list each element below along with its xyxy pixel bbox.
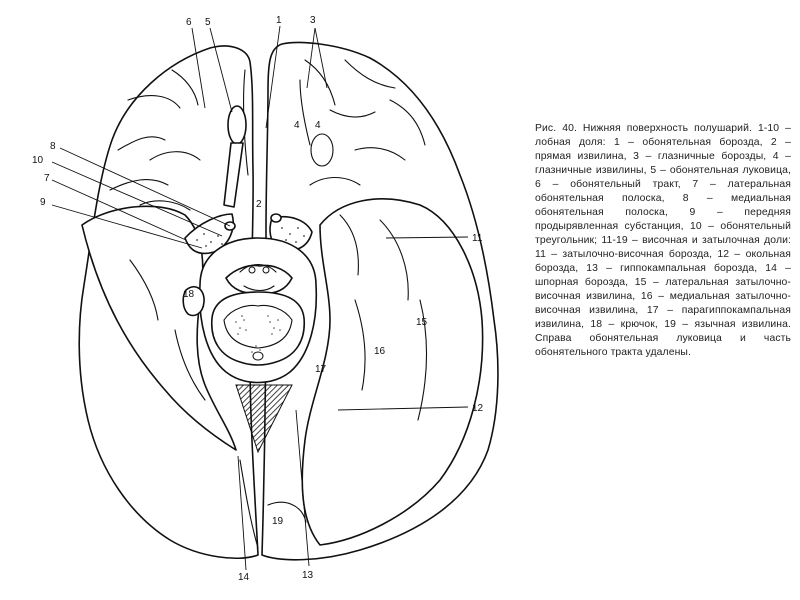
label-12: 12	[472, 403, 484, 414]
label-10: 10	[32, 155, 44, 166]
label-4b: 4	[315, 120, 321, 131]
label-14: 14	[238, 572, 250, 583]
label-4a: 4	[294, 120, 300, 131]
label-3: 3	[310, 15, 316, 26]
label-6: 6	[186, 17, 192, 28]
label-5: 5	[205, 17, 211, 28]
label-17: 17	[315, 364, 327, 375]
label-18: 18	[183, 289, 195, 300]
label-19: 19	[272, 516, 284, 527]
label-8: 8	[50, 141, 56, 152]
olfactory-triangle-right	[271, 214, 281, 222]
midbrain-section	[200, 238, 317, 383]
label-2: 2	[256, 199, 262, 210]
label-7: 7	[44, 173, 50, 184]
label-1: 1	[276, 15, 282, 26]
label-15: 15	[416, 317, 428, 328]
label-13: 13	[302, 570, 314, 581]
olfactory-bulb	[228, 106, 246, 144]
label-16: 16	[374, 346, 386, 357]
figure-caption: Рис. 40. Нижняя поверхность полушарий. 1…	[535, 122, 791, 360]
label-11: 11	[472, 233, 483, 244]
label-9: 9	[40, 197, 46, 208]
